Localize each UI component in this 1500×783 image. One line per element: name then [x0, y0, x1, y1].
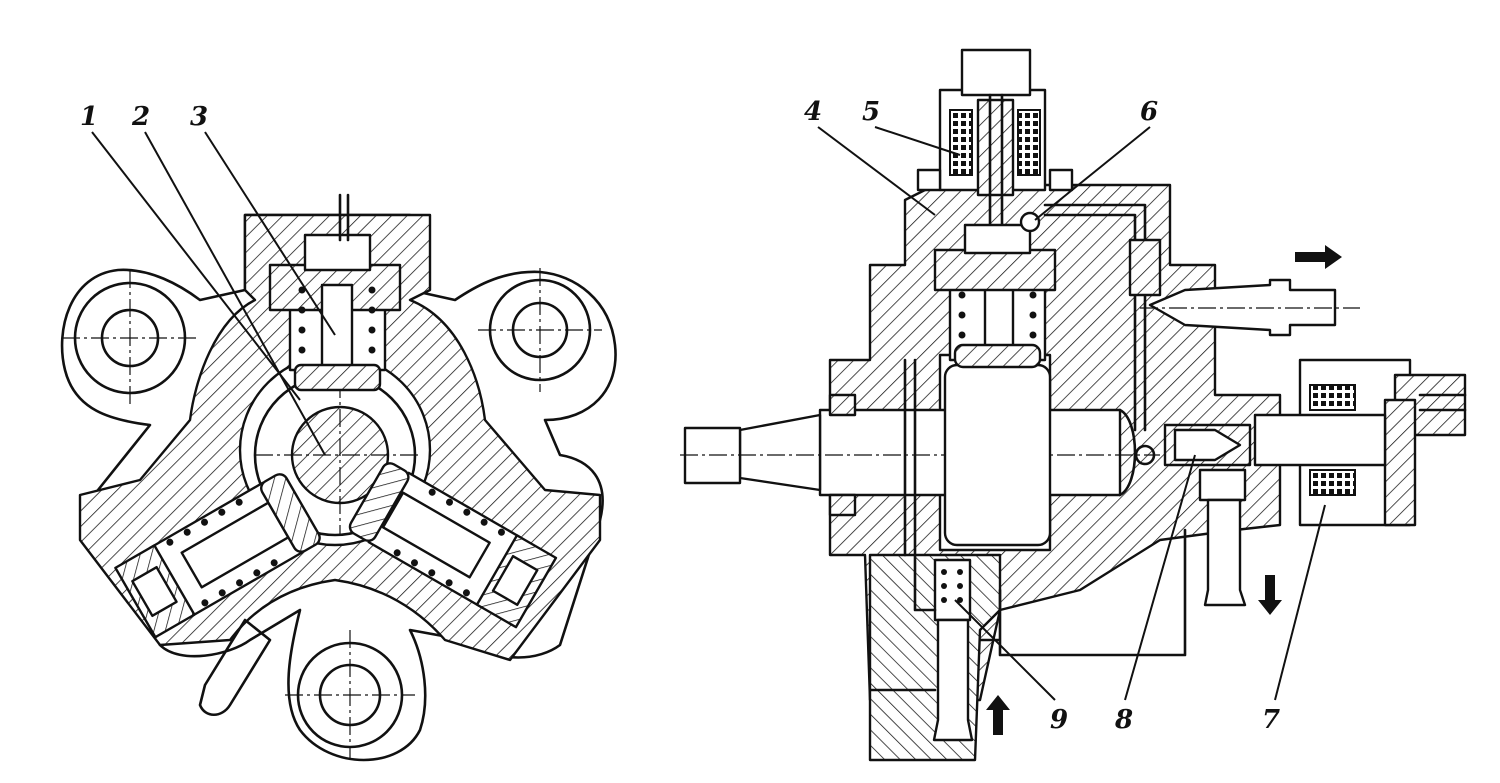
label-6: 6	[1140, 97, 1158, 127]
vertical-plunger-spring	[958, 291, 1037, 339]
leader-2	[144, 131, 326, 456]
top-valve-seat	[963, 223, 1032, 255]
eccentric-cam-block	[943, 363, 1052, 547]
cap-screw-right	[1048, 168, 1074, 192]
top-valve-cap	[303, 233, 372, 272]
label-4: 4	[804, 97, 822, 127]
bolt-hole-left	[62, 270, 198, 406]
leader-9	[954, 599, 1056, 701]
top-plunger	[320, 283, 354, 372]
right-longitudinal-section	[680, 48, 1467, 762]
top-plunger-spring	[298, 286, 376, 354]
top-solenoid-coil-right	[1017, 109, 1041, 176]
label-7: 7	[1262, 705, 1280, 735]
label-3: 3	[190, 102, 208, 132]
shaft-taper	[738, 413, 822, 492]
side-solenoid-coil-bottom	[1309, 469, 1356, 496]
casting-web	[978, 528, 1187, 657]
left-callouts: 1 2 3	[80, 102, 336, 456]
top-solenoid-coil-left	[949, 109, 973, 176]
leader-1	[91, 131, 301, 401]
top-plunger-foot	[293, 363, 382, 392]
label-2: 2	[131, 102, 150, 132]
left-outlet-nozzle	[198, 618, 272, 717]
side-solenoid-armature	[1253, 413, 1387, 467]
leader-8	[1124, 454, 1196, 701]
bolt-hole-bottom	[285, 630, 415, 760]
return-line-pipe	[1203, 498, 1247, 607]
return-line-fitting	[1198, 468, 1247, 502]
left-radial-section	[60, 193, 617, 762]
inlet-arrow	[986, 695, 1010, 735]
label-9: 9	[1050, 705, 1068, 735]
return-arrow	[1258, 575, 1282, 615]
leader-7	[1274, 504, 1326, 701]
bolt-hole-right	[478, 268, 602, 392]
left-plunger-assembly	[114, 473, 321, 639]
cap-screw-left	[916, 168, 942, 192]
inlet-valve-spring	[941, 569, 963, 603]
metering-needle	[1173, 428, 1242, 462]
outlet-arrow	[1295, 245, 1342, 269]
passage-plug	[1128, 238, 1162, 297]
shaft-seal-bottom	[828, 493, 857, 517]
leader-3	[204, 131, 336, 336]
top-solenoid-armature	[976, 98, 1015, 197]
label-5: 5	[862, 97, 880, 127]
leader-5	[874, 126, 961, 156]
leader-6	[1034, 126, 1151, 221]
high-pressure-passage	[1043, 203, 1147, 432]
side-solenoid-connector	[1383, 398, 1417, 527]
plunger-head-right	[933, 248, 1057, 292]
label-1: 1	[80, 102, 98, 132]
top-solenoid-cap	[960, 48, 1032, 97]
inlet-pipe	[932, 618, 974, 742]
shaft-seal-top	[828, 393, 857, 417]
label-8: 8	[1114, 705, 1133, 735]
plunger-foot-right	[953, 343, 1042, 369]
right-plunger-assembly	[348, 462, 558, 629]
leader-4	[817, 126, 936, 216]
right-callouts: 4 5 6 7 8 9	[804, 97, 1326, 735]
side-solenoid-coil-top	[1309, 384, 1356, 411]
check-ball	[1019, 211, 1041, 233]
